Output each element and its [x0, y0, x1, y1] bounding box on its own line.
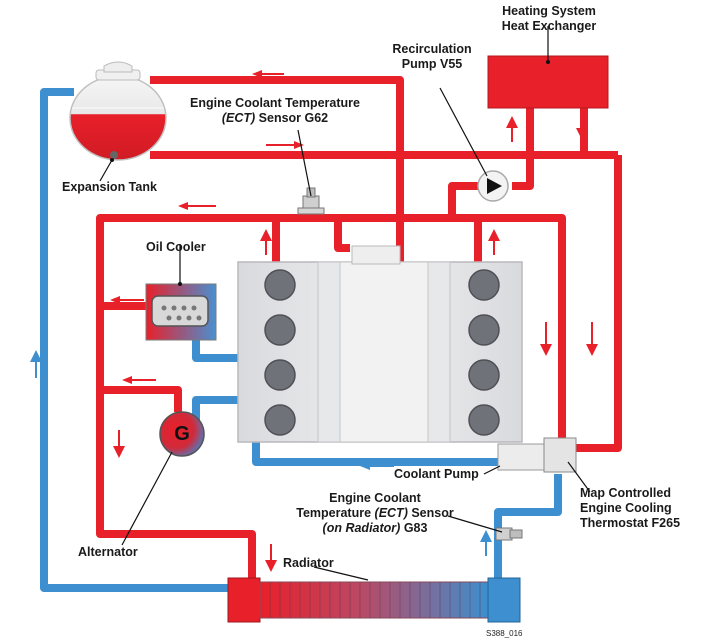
right-cylinder-bank	[468, 269, 500, 436]
recirc-pump-line2: Pump V55	[401, 57, 463, 71]
right-vertical-pipe	[575, 155, 622, 452]
heating-system-label: Heating System Heat Exchanger	[484, 4, 614, 34]
radiator-outlet-pipe	[494, 474, 562, 580]
ect-g62-ect-abbrev: (ECT)	[221, 111, 256, 125]
ect-g62-line2: (ECT) Sensor G62	[176, 111, 374, 126]
ect-g83-line1: Engine Coolant	[329, 491, 421, 505]
recirculation-pump	[477, 170, 509, 202]
expansion-tank-label: Expansion Tank	[62, 180, 157, 194]
leader-lines	[99, 26, 591, 581]
engine-block	[237, 245, 523, 443]
left-cylinder-bank	[264, 269, 296, 436]
ect-g83-sensor-word: Sensor	[411, 506, 454, 520]
thermostat-label: Map Controlled Engine Cooling Thermostat…	[580, 486, 680, 531]
ect-g83-code: G83	[403, 521, 428, 535]
leader-dots	[110, 60, 550, 286]
oil-cooler-label: Oil Cooler	[146, 240, 206, 254]
ect-g62-label: Engine Coolant Temperature (ECT) Sensor …	[176, 96, 374, 126]
alternator-hot-pipe	[100, 386, 182, 412]
tank-return-pipe	[40, 88, 232, 592]
figure-code: S388_016	[486, 629, 523, 638]
hot-coolant-pipes	[96, 76, 622, 588]
ect-g62-line1: Engine Coolant Temperature	[190, 96, 360, 110]
radiator	[227, 577, 521, 623]
thermostat-line1: Map Controlled	[580, 486, 671, 500]
coolant-pump	[497, 443, 547, 471]
pump-inlet-pipe	[252, 440, 500, 466]
alternator	[159, 411, 205, 457]
pump-loop-pipe	[448, 182, 478, 216]
pump-to-heater-pipe	[512, 108, 534, 190]
alternator-label: Alternator	[78, 545, 138, 559]
heating-system-line1: Heating System	[502, 4, 596, 18]
coolant-pump-label: Coolant Pump	[394, 467, 479, 481]
ect-g83-ect-abbrev: (ECT)	[374, 506, 408, 520]
hot-flow-arrows	[110, 70, 598, 572]
expansion-tank	[69, 61, 167, 161]
ect-sensor-g62	[297, 187, 325, 215]
alternator-symbol: G	[174, 423, 190, 445]
radiator-label: Radiator	[283, 556, 334, 570]
ect-g83-label: Engine Coolant Temperature (ECT) Sensor …	[286, 491, 464, 536]
recirc-pump-label: Recirculation Pump V55	[372, 42, 492, 72]
ect-sensor-g83	[495, 527, 523, 541]
thermostat-line3: Thermostat F265	[580, 516, 681, 530]
ect-g83-line3: (on Radiator) G83	[286, 521, 464, 536]
ect-g83-line2: Temperature (ECT) Sensor	[286, 506, 464, 521]
heating-system-line2: Heat Exchanger	[501, 19, 597, 33]
tank-vent-pipe	[150, 76, 404, 262]
recirc-pump-line1: Recirculation	[392, 42, 472, 56]
center-block-riser	[334, 218, 350, 252]
ect-g62-sensor-name: Sensor G62	[258, 111, 329, 125]
oil-cooler	[145, 283, 217, 341]
ect-g83-temperature-word: Temperature	[296, 506, 372, 520]
heat-exchanger	[487, 55, 609, 109]
cold-flow-arrows	[30, 350, 492, 556]
left-main-loop	[96, 214, 566, 456]
ect-g83-on-radiator: (on Radiator)	[322, 521, 401, 535]
thermostat-line2: Engine Cooling	[580, 501, 672, 515]
left-lower-pipe	[96, 456, 256, 588]
